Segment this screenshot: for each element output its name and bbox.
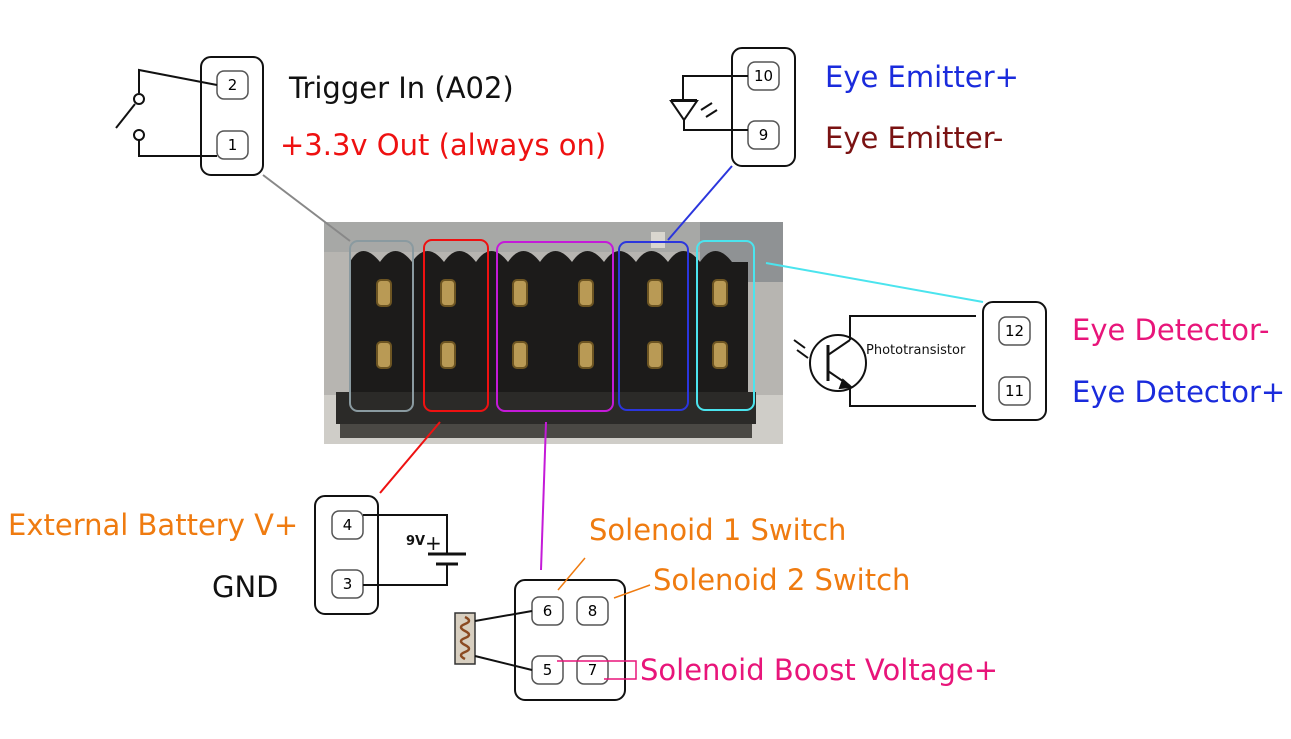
pin-3: 3 [343,575,353,593]
pin-8: 8 [588,602,598,620]
phototransistor-icon [793,315,976,407]
led-icon [669,75,748,131]
header-trigger: 2 1 [200,56,264,176]
highlight-pins-11-12 [696,240,755,411]
switch-icon [115,68,218,157]
pin-1: 1 [228,136,238,154]
label-battery-plus: + [425,531,442,555]
label-eye-emitter-minus: Eye Emitter- [825,121,1003,155]
highlight-pins-5-8 [496,241,614,412]
label-eye-detector-minus: Eye Detector- [1072,313,1270,347]
header-emitter: 10 9 [731,47,796,167]
header-solenoid: 6 8 5 7 [514,579,626,701]
pin-11: 11 [1005,382,1024,400]
pin-5: 5 [543,661,553,679]
leader-line-11-12 [765,262,984,303]
pin-12: 12 [1005,322,1024,340]
highlight-pins-3-4 [423,239,489,412]
highlight-pins-1-2 [349,240,414,412]
connector-photo [324,222,783,444]
pin-4: 4 [343,516,353,534]
label-solenoid-boost: Solenoid Boost Voltage+ [640,653,998,687]
leader-line-5-8 [540,421,547,571]
solenoid-coil-icon [454,610,533,671]
label-solenoid-1: Solenoid 1 Switch [589,513,846,547]
label-9v: 9V [406,534,425,549]
leader-line-9-10 [667,165,733,241]
header-battery: 4 3 [314,495,379,615]
header-detector: 12 11 [982,301,1047,421]
highlight-pins-9-10 [618,241,689,411]
label-solenoid-2: Solenoid 2 Switch [653,563,910,597]
label-external-battery: External Battery V+ [8,508,298,542]
leader-line-1-2 [262,174,351,242]
label-3v3-out: +3.3v Out (always on) [280,128,606,162]
label-gnd: GND [212,570,279,604]
pin-6: 6 [543,602,553,620]
label-eye-detector-plus: Eye Detector+ [1072,375,1285,409]
label-trigger-in: Trigger In (A02) [288,71,514,105]
leader-line-3-4 [379,421,441,494]
battery-icon [363,514,466,586]
label-phototransistor: Phototransistor [866,343,966,358]
label-eye-emitter-plus: Eye Emitter+ [825,60,1019,94]
pointer-boost-voltage [557,660,637,680]
connector-pins [376,279,728,369]
pin-10: 10 [754,67,773,85]
pin-9: 9 [759,126,769,144]
pin-2: 2 [228,76,238,94]
pin-7: 7 [588,661,598,679]
pointer-solenoid-2 [613,584,651,599]
pointer-solenoid-1 [557,557,586,591]
